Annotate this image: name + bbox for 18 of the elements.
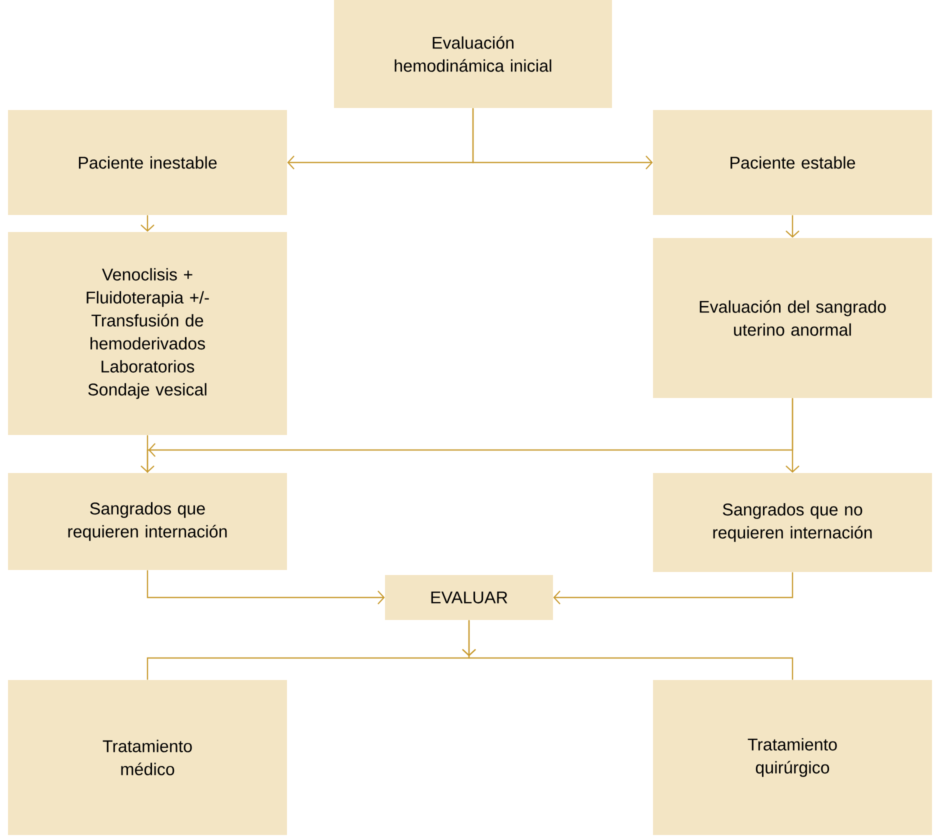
arrow [472,108,653,170]
process-box: Venoclisis + Fluidoterapia +/- Transfusión de hemoderivados Laboratorios Sondaje vesical [8,232,287,435]
arrow [786,398,800,473]
process-box: EVALUAR [385,575,553,620]
process-box: Evaluación hemodinámica inicial [334,0,612,108]
process-box: Tratamiento médico [8,680,287,835]
arrow [146,570,385,604]
arrow [786,215,800,238]
connector-line [462,620,794,680]
arrow [140,215,154,232]
process-box: Paciente inestable [8,110,287,215]
process-box: Sangrados que no requieren internación [653,473,932,572]
process-box: Paciente estable [653,110,932,215]
process-box: Sangrados que requieren internación [8,473,287,570]
arrow [140,435,154,473]
process-box: Evaluación del sangrado uterino anormal [653,238,932,398]
process-box: Tratamiento quirúrgico [653,680,932,835]
arrow [553,572,794,604]
